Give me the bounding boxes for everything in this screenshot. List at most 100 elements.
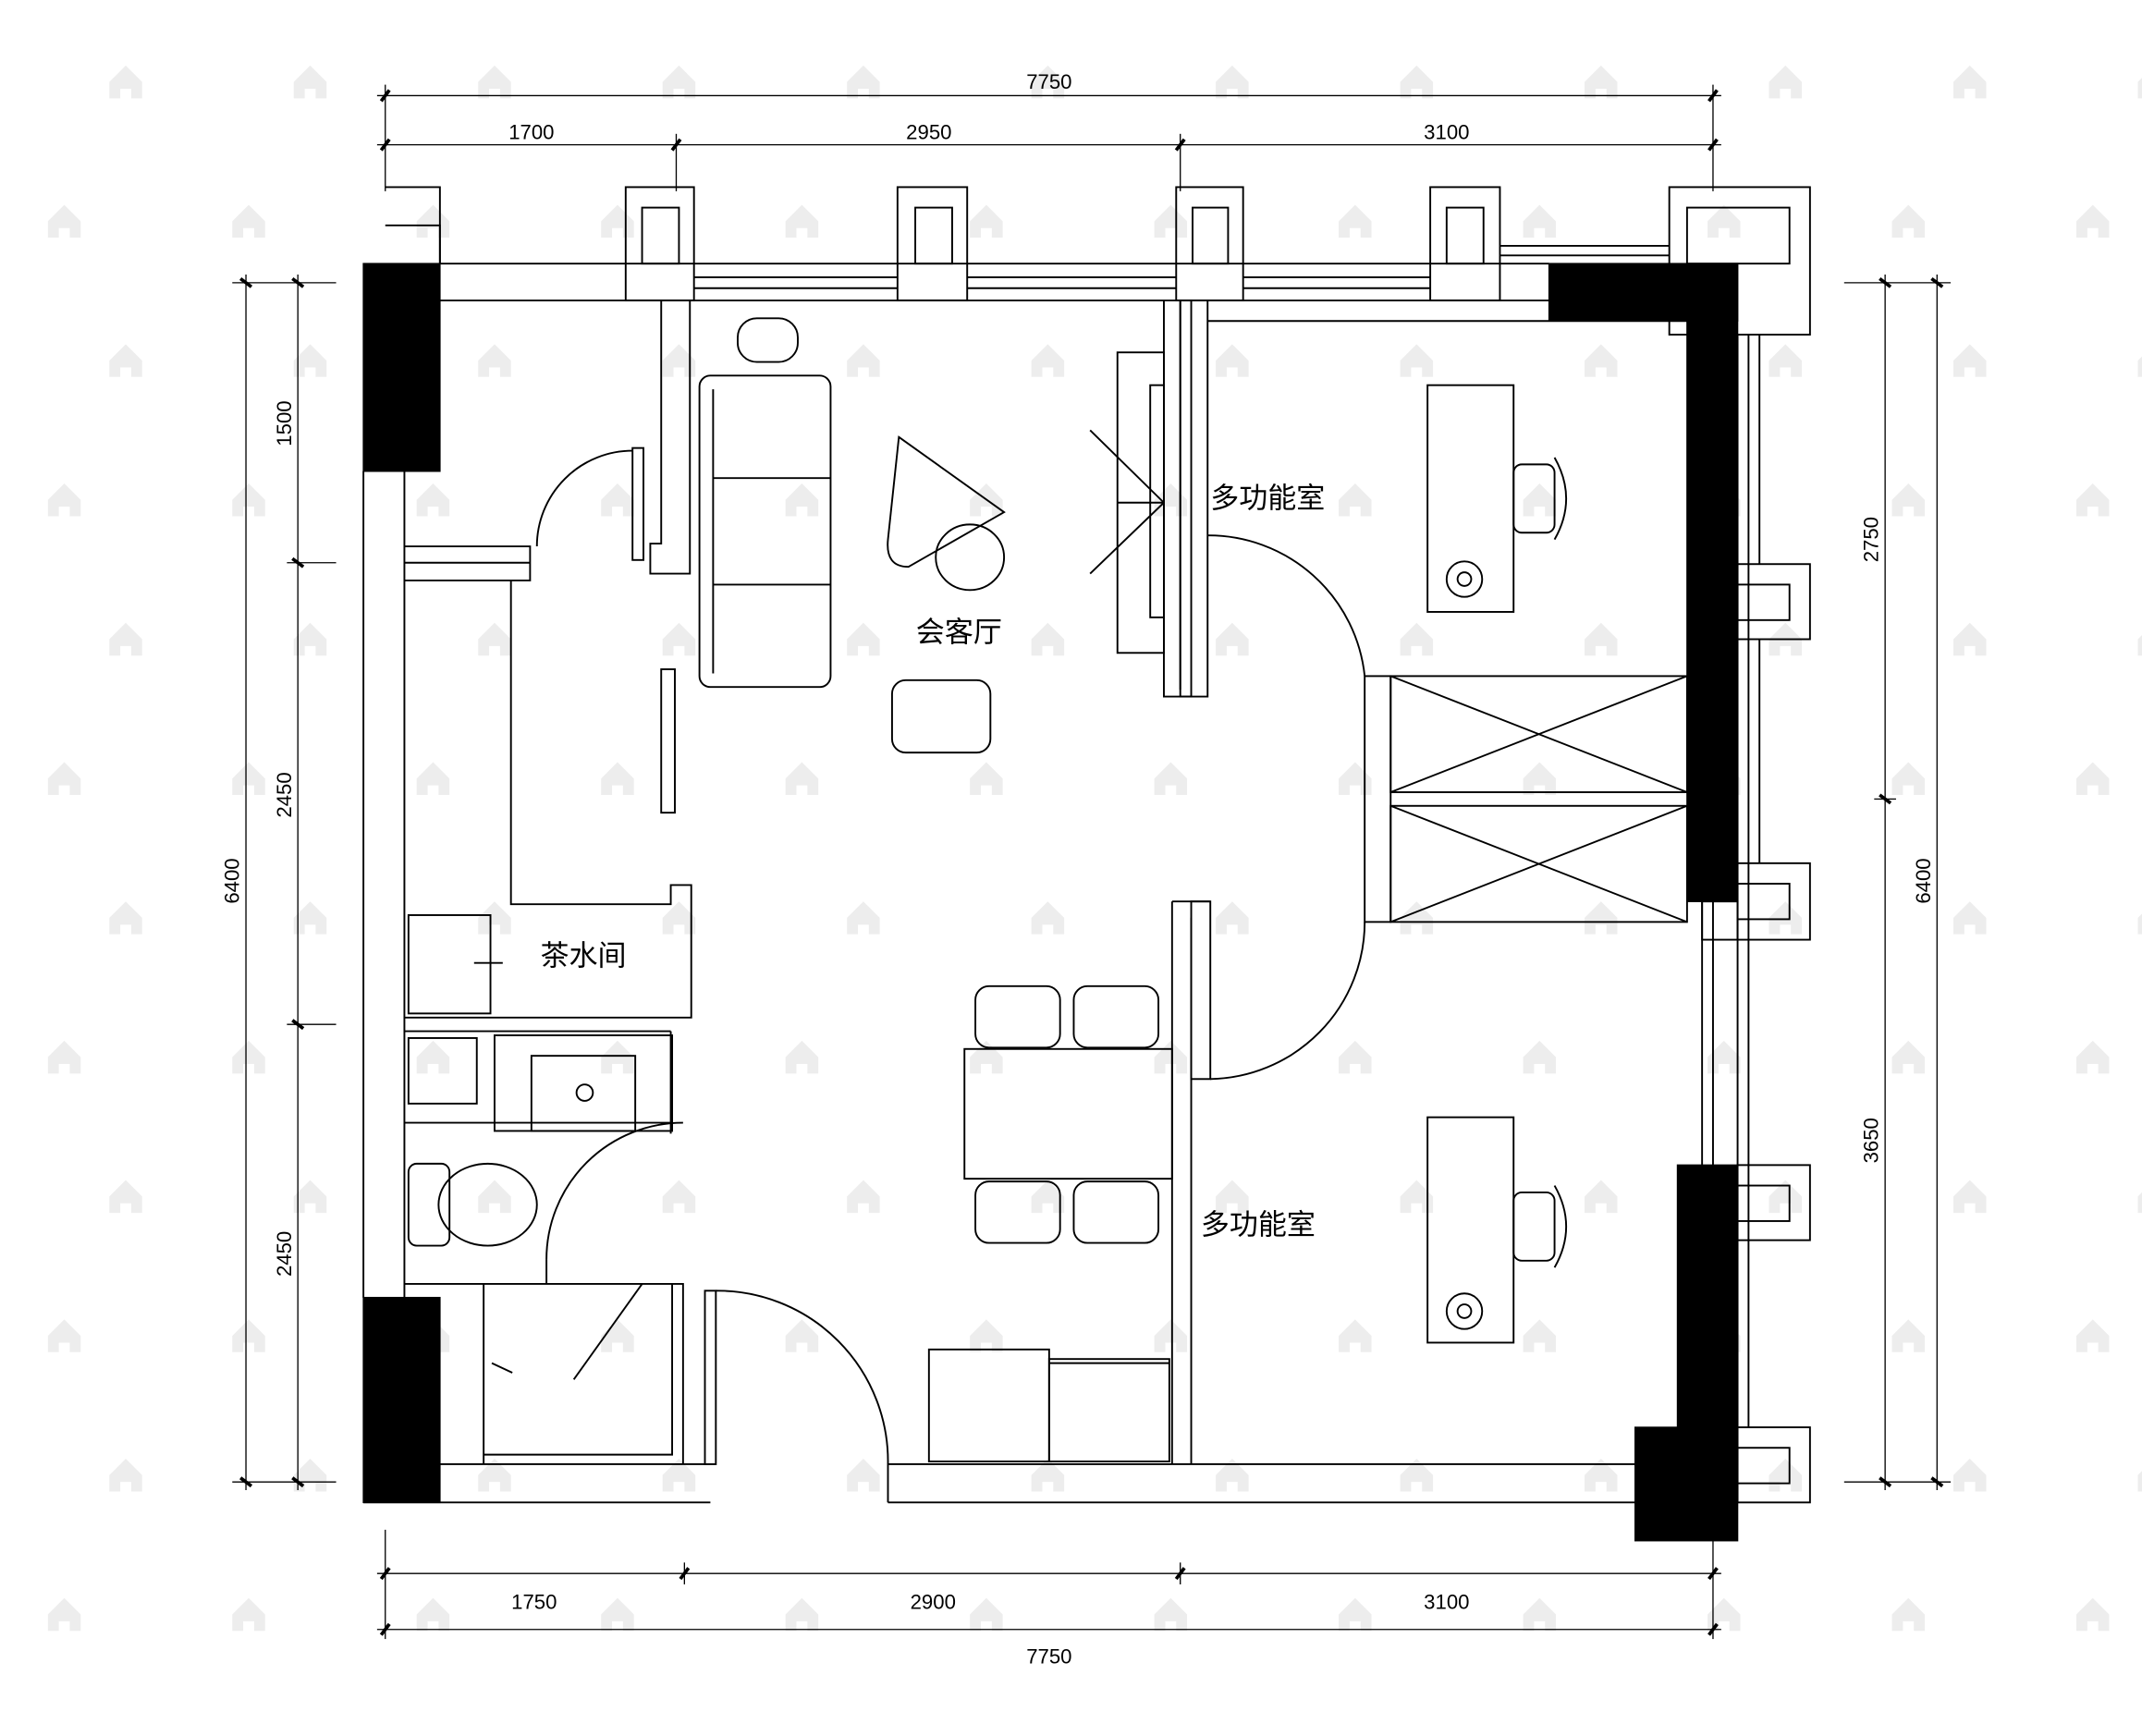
watermark-logo-icon [1769, 344, 1803, 377]
watermark-logo-icon [970, 1319, 1003, 1352]
watermark-logo-icon [601, 1319, 634, 1352]
watermark-logo-icon [785, 1319, 819, 1352]
sink-counter [494, 1034, 674, 1132]
watermark-logo-icon [1154, 762, 1188, 795]
watermark-logo-icon [232, 1597, 265, 1632]
watermark-logo-icon [1891, 483, 1925, 517]
watermark-logo-icon [1769, 1459, 1803, 1492]
watermark-logo-icon [1339, 204, 1372, 238]
dim-top-3: 3100 [1424, 121, 1469, 144]
watermark-logo-icon [1707, 204, 1741, 238]
watermark-logo-icon [478, 901, 511, 935]
watermark-logo-icon [1707, 1040, 1741, 1074]
watermark-logo-icon [2137, 356, 2142, 377]
watermark-logo-icon [847, 1459, 880, 1492]
watermark-logo-icon [2075, 1597, 2110, 1632]
dining-table [963, 1047, 1173, 1180]
watermark-logo-icon [1707, 1597, 1741, 1632]
watermark-logo-icon [1953, 1180, 1987, 1214]
dim-bottom-total: 7750 [1026, 1645, 1071, 1669]
watermark-logo-icon [1953, 65, 1987, 99]
watermark-logo-icon [785, 762, 819, 795]
watermark-logo-icon [785, 1040, 819, 1074]
room-label-tea: 茶水间 [540, 940, 626, 973]
watermark-logo-icon [416, 762, 450, 795]
partitions [404, 300, 1687, 1465]
watermark-logo-icon [601, 1040, 634, 1074]
watermark-logo-icon [47, 204, 81, 238]
watermark-logo-icon [2137, 913, 2142, 935]
watermark-logo-icon [1216, 1180, 1249, 1214]
watermark-logo-icon [2137, 78, 2142, 99]
watermark-logo-icon [1891, 1597, 1925, 1632]
watermark-logo-icon [478, 344, 511, 377]
watermark-logo-icon [416, 204, 450, 238]
watermark-logo-icon [847, 622, 880, 656]
watermark-logo-icon [416, 1040, 450, 1074]
watermark-logo-icon [109, 1180, 142, 1214]
watermark-logo-icon [785, 1597, 819, 1632]
watermark-logo-icon [847, 901, 880, 935]
watermark-logo-icon [601, 204, 634, 238]
dim-left-1: 1500 [273, 400, 296, 446]
watermark-logo-icon [1216, 65, 1249, 99]
watermark-logo-icon [1154, 1319, 1188, 1352]
watermark-logo-icon [1216, 622, 1249, 656]
watermark-logo-icon [1216, 1459, 1249, 1492]
watermark-logo-icon [478, 65, 511, 99]
watermark-logo-icon [1523, 1319, 1557, 1352]
watermark-logo-icon [293, 1459, 327, 1492]
watermark-logo-icon [2075, 1319, 2110, 1352]
watermark-logo-icon [1154, 483, 1188, 517]
watermark-logo-icon [662, 344, 696, 377]
watermark-logo-icon [2075, 762, 2110, 795]
watermark-logo-icon [1585, 65, 1618, 99]
cabinet [927, 1348, 1050, 1462]
watermark-logo-icon [1523, 204, 1557, 238]
dim-left-total: 6400 [221, 858, 244, 903]
watermark-logo-icon [416, 1597, 450, 1632]
watermark-logo-icon [1400, 901, 1434, 935]
watermark-logo-icon [1891, 1040, 1925, 1074]
watermark-logo-icon [1953, 622, 1987, 656]
watermark-logo-icon [1585, 1180, 1618, 1214]
watermark-logo-icon [1339, 1040, 1372, 1074]
dim-right-1: 2750 [1860, 517, 1883, 562]
watermark-logo-icon [232, 1040, 265, 1074]
dim-bottom-2: 2900 [911, 1591, 956, 1614]
watermark-logo-icon [47, 762, 81, 795]
watermark-logo-icon [1953, 344, 1987, 377]
watermark-logo-icon [293, 622, 327, 656]
watermark-logo-icon [662, 901, 696, 935]
watermark-logo-icon [478, 1180, 511, 1214]
dim-top-1: 1700 [508, 121, 554, 144]
toilet-top [737, 317, 799, 363]
watermark-logo-icon [970, 762, 1003, 795]
watermark-logo-icon [662, 1459, 696, 1492]
dimension-ticks [239, 89, 1944, 1636]
room-label-multi-top: 多功能室 [1210, 483, 1325, 516]
triangle-table [887, 435, 1006, 568]
watermark-logo-icon [478, 1459, 511, 1492]
watermark-logo-icon [2137, 1471, 2142, 1492]
watermark-logo-icon [1400, 622, 1434, 656]
watermark-logo-icon [2137, 1192, 2142, 1214]
dim-bottom-3: 3100 [1424, 1591, 1469, 1614]
watermark-logo-icon [1339, 1319, 1372, 1352]
watermark-logo-icon [601, 483, 634, 517]
watermark-logo-icon [2075, 1040, 2110, 1074]
watermark-logo-icon [847, 65, 880, 99]
watermark-logo-icon [2137, 634, 2142, 656]
watermark-logo-icon [1585, 622, 1618, 656]
watermark-logo-icon [847, 344, 880, 377]
watermark-logo-icon [478, 622, 511, 656]
watermark-logo-icon [232, 483, 265, 517]
watermark-logo-icon [1216, 344, 1249, 377]
watermark-logo-icon [1585, 901, 1618, 935]
watermark-logo-icon [1523, 1597, 1557, 1632]
furniture [407, 317, 1688, 1462]
watermark-logo-icon [1031, 622, 1065, 656]
watermark-logo-icon [785, 483, 819, 517]
watermark-logo-icon [1769, 901, 1803, 935]
